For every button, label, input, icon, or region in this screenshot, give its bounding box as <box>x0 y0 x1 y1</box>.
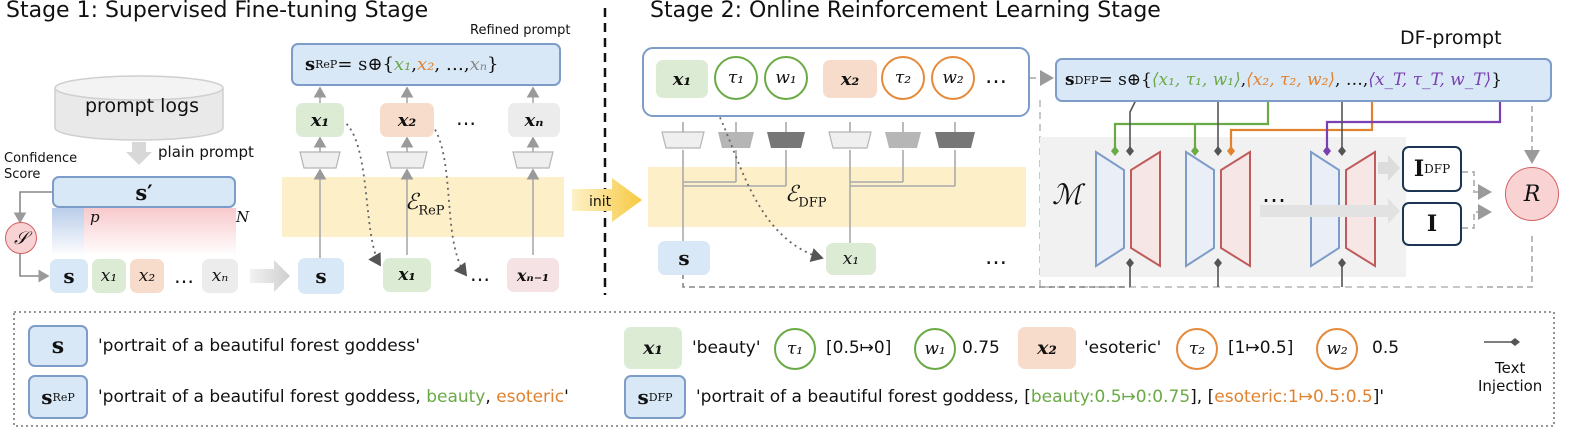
p-label: p <box>90 208 100 226</box>
legend-tau2-value: [1↦0.5] <box>1228 338 1294 358</box>
legend-x1-text: 'beauty' <box>692 338 761 358</box>
right-arrow-icon <box>250 260 290 292</box>
encoder-dfp-label: ℰDFP <box>785 182 827 211</box>
legend-s-text: 'portrait of a beautiful forest goddess' <box>98 336 421 356</box>
legend-w1-node: w₁ <box>914 328 956 370</box>
token-s: s <box>50 259 88 293</box>
legend-srep-text: 'portrait of a beautiful forest goddess,… <box>98 387 569 407</box>
encoder-rep-band <box>282 177 564 237</box>
score-function-node: 𝒮 <box>5 222 37 254</box>
database-cylinder-icon <box>54 75 224 141</box>
reward-node: R <box>1505 167 1559 221</box>
head-icon <box>512 151 554 169</box>
legend-w2-value: 0.5 <box>1372 338 1400 358</box>
refined-token-x2: x₂ <box>380 103 434 137</box>
confidence-score-label: Confidence Score <box>4 151 78 182</box>
n-gradient <box>84 208 236 256</box>
tau1-node: τ₁ <box>714 56 758 100</box>
init-label: init <box>589 194 612 210</box>
stage1-title: Stage 1: Supervised Fine-tuning Stage <box>6 0 429 23</box>
refined-token-x1: x₁ <box>296 103 344 137</box>
stage2-title: Stage 2: Online Reinforcement Learning S… <box>650 0 1161 23</box>
unet-icon <box>1185 150 1251 268</box>
input-token-s: s <box>298 258 344 294</box>
head-icon <box>718 132 754 148</box>
token-x2: x₂ <box>130 259 164 293</box>
input-token-x1: x₁ <box>383 258 431 292</box>
legend-x2-box: x₂ <box>1018 327 1076 369</box>
w2-node: w₂ <box>931 56 975 100</box>
legend-tau1-value: [0.5↦0] <box>826 338 892 358</box>
legend-box <box>13 311 1555 427</box>
legend-tau1-node: τ₁ <box>774 328 816 370</box>
input-ellipsis: … <box>470 262 490 286</box>
stage2-token-x2: x₂ <box>823 60 877 98</box>
p-gradient <box>52 208 84 256</box>
head-icon <box>767 132 805 148</box>
token-x1: x₁ <box>92 259 126 293</box>
encoder-rep-label: ℰReP <box>405 190 445 219</box>
model-ellipsis: … <box>1262 180 1286 208</box>
input-token-xn-1: xₙ₋₁ <box>507 258 559 292</box>
refined-prompt-label: Refined prompt <box>470 23 571 38</box>
df-prompt-label: DF-prompt <box>1400 27 1502 49</box>
stage2-ellipsis: … <box>985 64 1007 89</box>
legend-tau2-node: τ₂ <box>1176 328 1218 370</box>
w1-node: w₁ <box>764 56 808 100</box>
model-label: ℳ <box>1052 178 1082 211</box>
stage2-output-ellipsis: … <box>985 245 1007 270</box>
text-injection-icon <box>1510 338 1520 346</box>
head-icon <box>386 151 428 169</box>
encoder-dfp-band <box>648 167 1026 227</box>
head-icon <box>299 151 341 169</box>
refined-ellipsis: … <box>456 106 476 130</box>
legend-w2-node: w₂ <box>1316 328 1358 370</box>
head-icon <box>885 132 921 148</box>
legend-x2-text: 'esoteric' <box>1084 338 1162 358</box>
legend-s-box: s <box>28 325 88 367</box>
head-icon <box>828 131 872 149</box>
unet-icon <box>1095 150 1161 268</box>
image-plain-box: I <box>1402 202 1462 246</box>
legend-sdfp-text: 'portrait of a beautiful forest goddess,… <box>696 387 1385 407</box>
n-label: N <box>236 208 250 226</box>
stage2-output-x1: x₁ <box>826 243 876 275</box>
init-arrow-icon <box>572 178 642 222</box>
token-ellipsis: … <box>174 264 194 288</box>
head-icon <box>661 131 705 149</box>
legend-x1-box: x₁ <box>624 327 682 369</box>
legend-w1-value: 0.75 <box>962 338 1000 358</box>
stage2-input-s: s <box>658 241 710 275</box>
stage2-token-x1: x₁ <box>656 60 708 98</box>
plain-prompt-label: plain prompt <box>158 143 254 161</box>
down-arrow-icon <box>126 142 152 165</box>
s-prime-box: s′ <box>52 176 236 208</box>
tau2-node: τ₂ <box>881 56 925 100</box>
head-icon <box>935 132 975 148</box>
text-injection-label: Text Injection <box>1478 359 1543 395</box>
token-xn: xₙ <box>202 259 238 293</box>
prompt-logs-label: prompt logs <box>85 95 199 117</box>
refined-token-xn: xₙ <box>508 103 560 137</box>
